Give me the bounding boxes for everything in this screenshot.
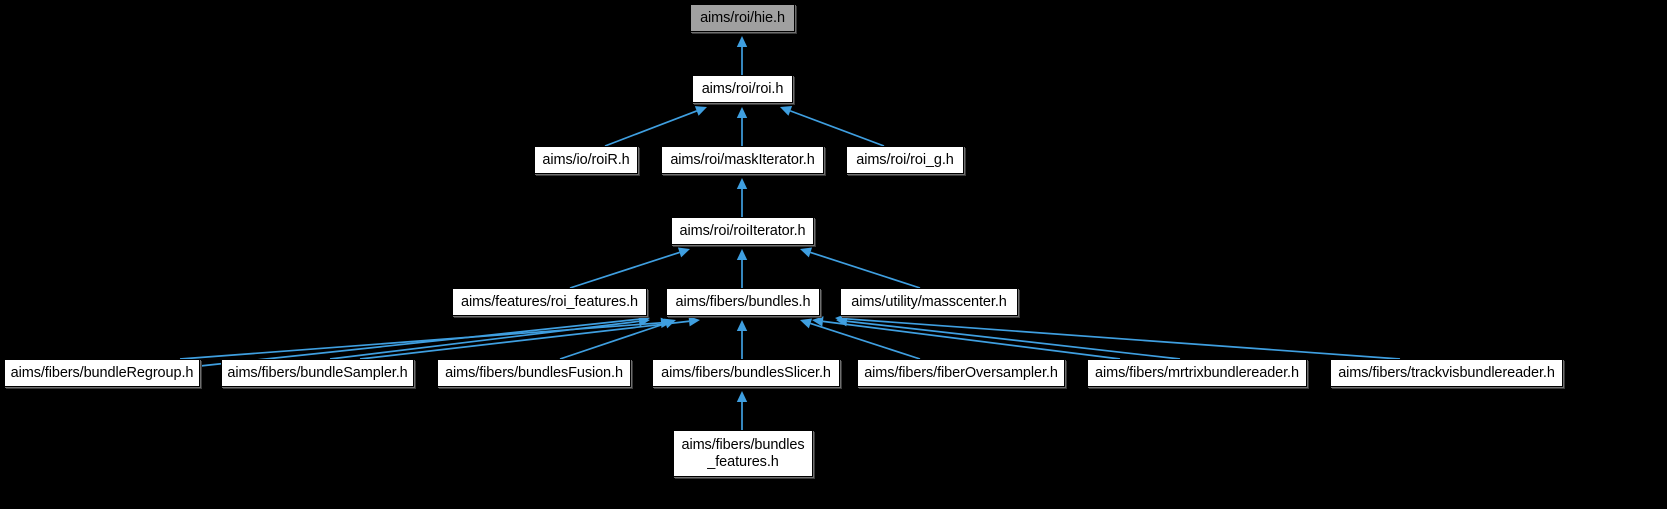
graph-edge	[199, 318, 640, 367]
graph-edge	[846, 320, 1181, 360]
graph-edge	[359, 320, 690, 360]
graph-node-bundleRegroup[interactable]: aims/fibers/bundleRegroup.h	[4, 359, 200, 387]
graph-edge-arrowhead	[800, 318, 813, 329]
graph-edge-arrowhead	[780, 105, 793, 116]
graph-edge	[810, 322, 921, 360]
graph-node-hie[interactable]: aims/roi/hie.h	[690, 4, 795, 32]
graph-node-roi_g[interactable]: aims/roi/roi_g.h	[846, 146, 964, 174]
graph-edge	[845, 317, 1401, 360]
graph-edge-arrowhead	[688, 316, 700, 327]
graph-edge	[179, 321, 662, 360]
graph-node-fiberOversampler[interactable]: aims/fibers/fiberOversampler.h	[857, 359, 1065, 387]
graph-node-roiR[interactable]: aims/io/roiR.h	[534, 146, 638, 174]
graph-edge-arrowhead	[736, 391, 748, 402]
graph-edge	[810, 251, 921, 289]
graph-node-bundles[interactable]: aims/fibers/bundles.h	[666, 288, 820, 316]
graph-edge	[604, 110, 698, 147]
graph-node-trackvisreader[interactable]: aims/fibers/trackvisbundlereader.h	[1330, 359, 1563, 387]
graph-edge-arrowhead	[736, 249, 748, 260]
graph-edge-arrowhead	[736, 320, 748, 331]
graph-edge-arrowhead	[677, 247, 690, 258]
graph-node-bundleSampler[interactable]: aims/fibers/bundleSampler.h	[221, 359, 414, 387]
graph-node-roi_features[interactable]: aims/features/roi_features.h	[452, 288, 647, 316]
graph-edge-arrowhead	[736, 107, 748, 118]
graph-edge-arrowhead	[836, 316, 848, 327]
graph-edge-arrowhead	[736, 36, 748, 47]
graph-edge-arrowhead	[660, 317, 672, 329]
graph-node-maskIterator[interactable]: aims/roi/maskIterator.h	[661, 146, 824, 174]
graph-node-bundlesFusion[interactable]: aims/fibers/bundlesFusion.h	[437, 359, 631, 387]
graph-edge-arrowhead	[812, 316, 824, 327]
graph-node-roiIterator[interactable]: aims/roi/roiIterator.h	[671, 217, 814, 245]
graph-node-masscenter[interactable]: aims/utility/masscenter.h	[840, 288, 1018, 316]
graph-node-roi[interactable]: aims/roi/roi.h	[692, 75, 793, 103]
graph-edge-arrowhead	[736, 178, 748, 189]
graph-edge	[559, 322, 666, 360]
graph-edge-arrowhead	[694, 106, 707, 116]
graph-node-mrtrixreader[interactable]: aims/fibers/mrtrixbundlereader.h	[1087, 359, 1307, 387]
graph-edge	[329, 320, 640, 360]
graph-edge	[569, 251, 680, 289]
graph-edge	[822, 320, 1121, 360]
graph-edge	[790, 110, 885, 147]
graph-node-bundlesSlicer[interactable]: aims/fibers/bundlesSlicer.h	[652, 359, 840, 387]
graph-node-bundles_features[interactable]: aims/fibers/bundles _features.h	[673, 430, 813, 477]
graph-edge-arrowhead	[800, 247, 813, 258]
